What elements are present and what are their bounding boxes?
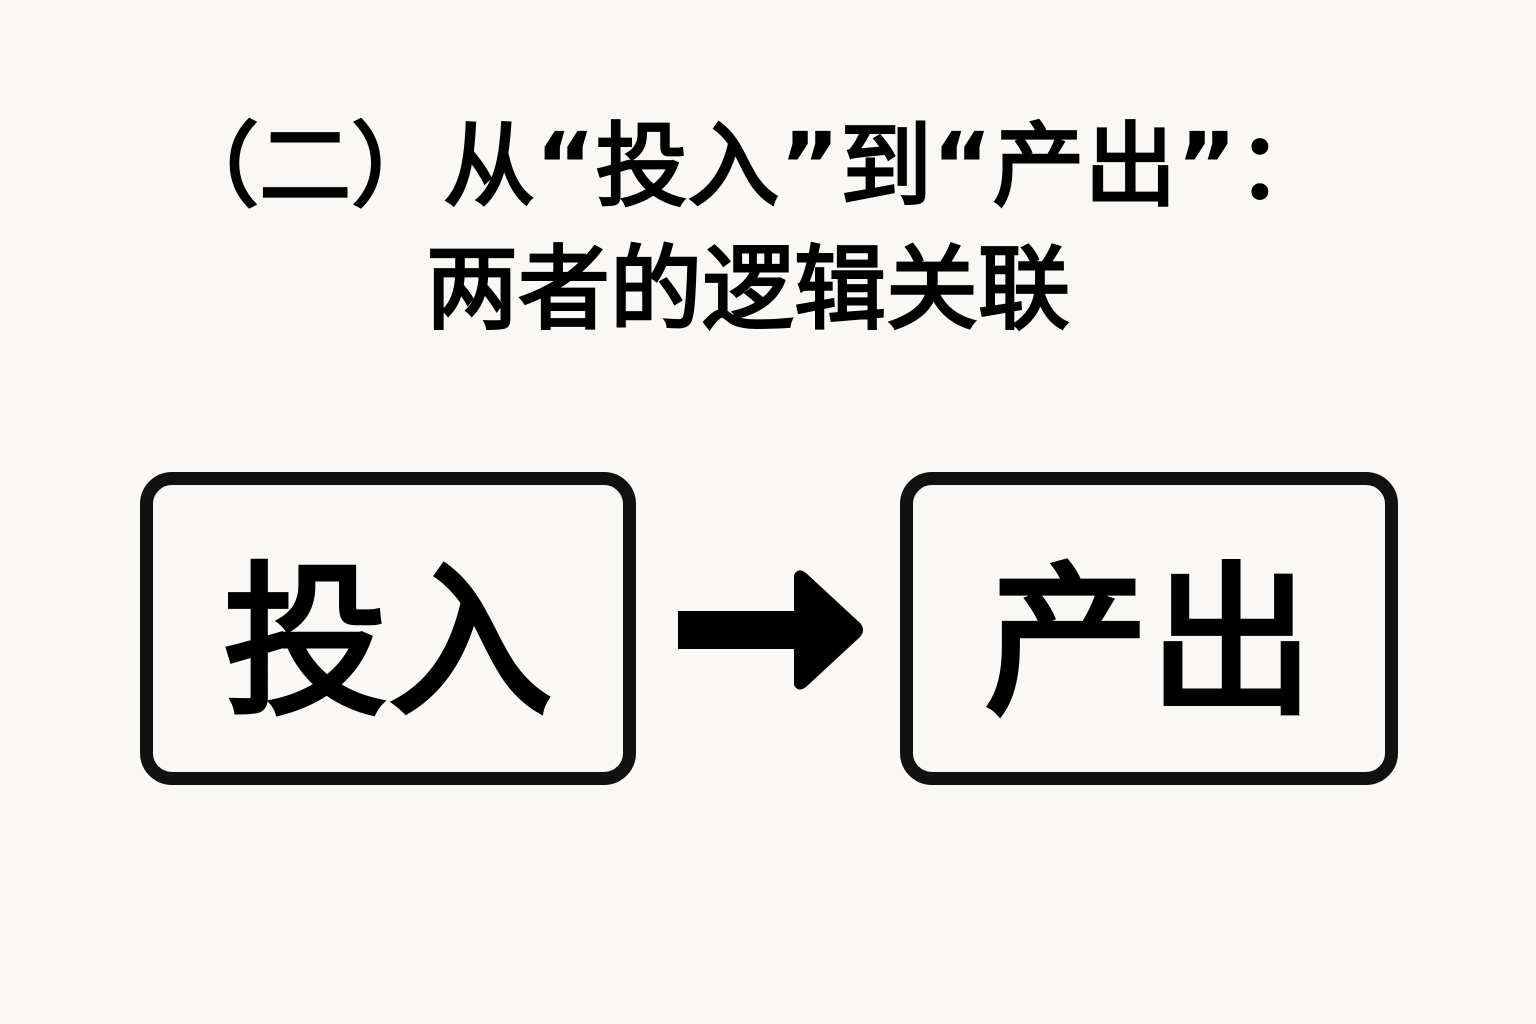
title-line-2: 两者的逻辑关联: [425, 236, 1070, 343]
output-label: 产出: [984, 547, 1314, 739]
title-line-1: （二）从“投入”到“产出”：: [167, 113, 1329, 220]
input-label: 投入: [223, 547, 553, 739]
right-arrow-icon: [678, 570, 863, 690]
output-box: 产出: [900, 472, 1398, 785]
input-box: 投入: [140, 472, 636, 785]
